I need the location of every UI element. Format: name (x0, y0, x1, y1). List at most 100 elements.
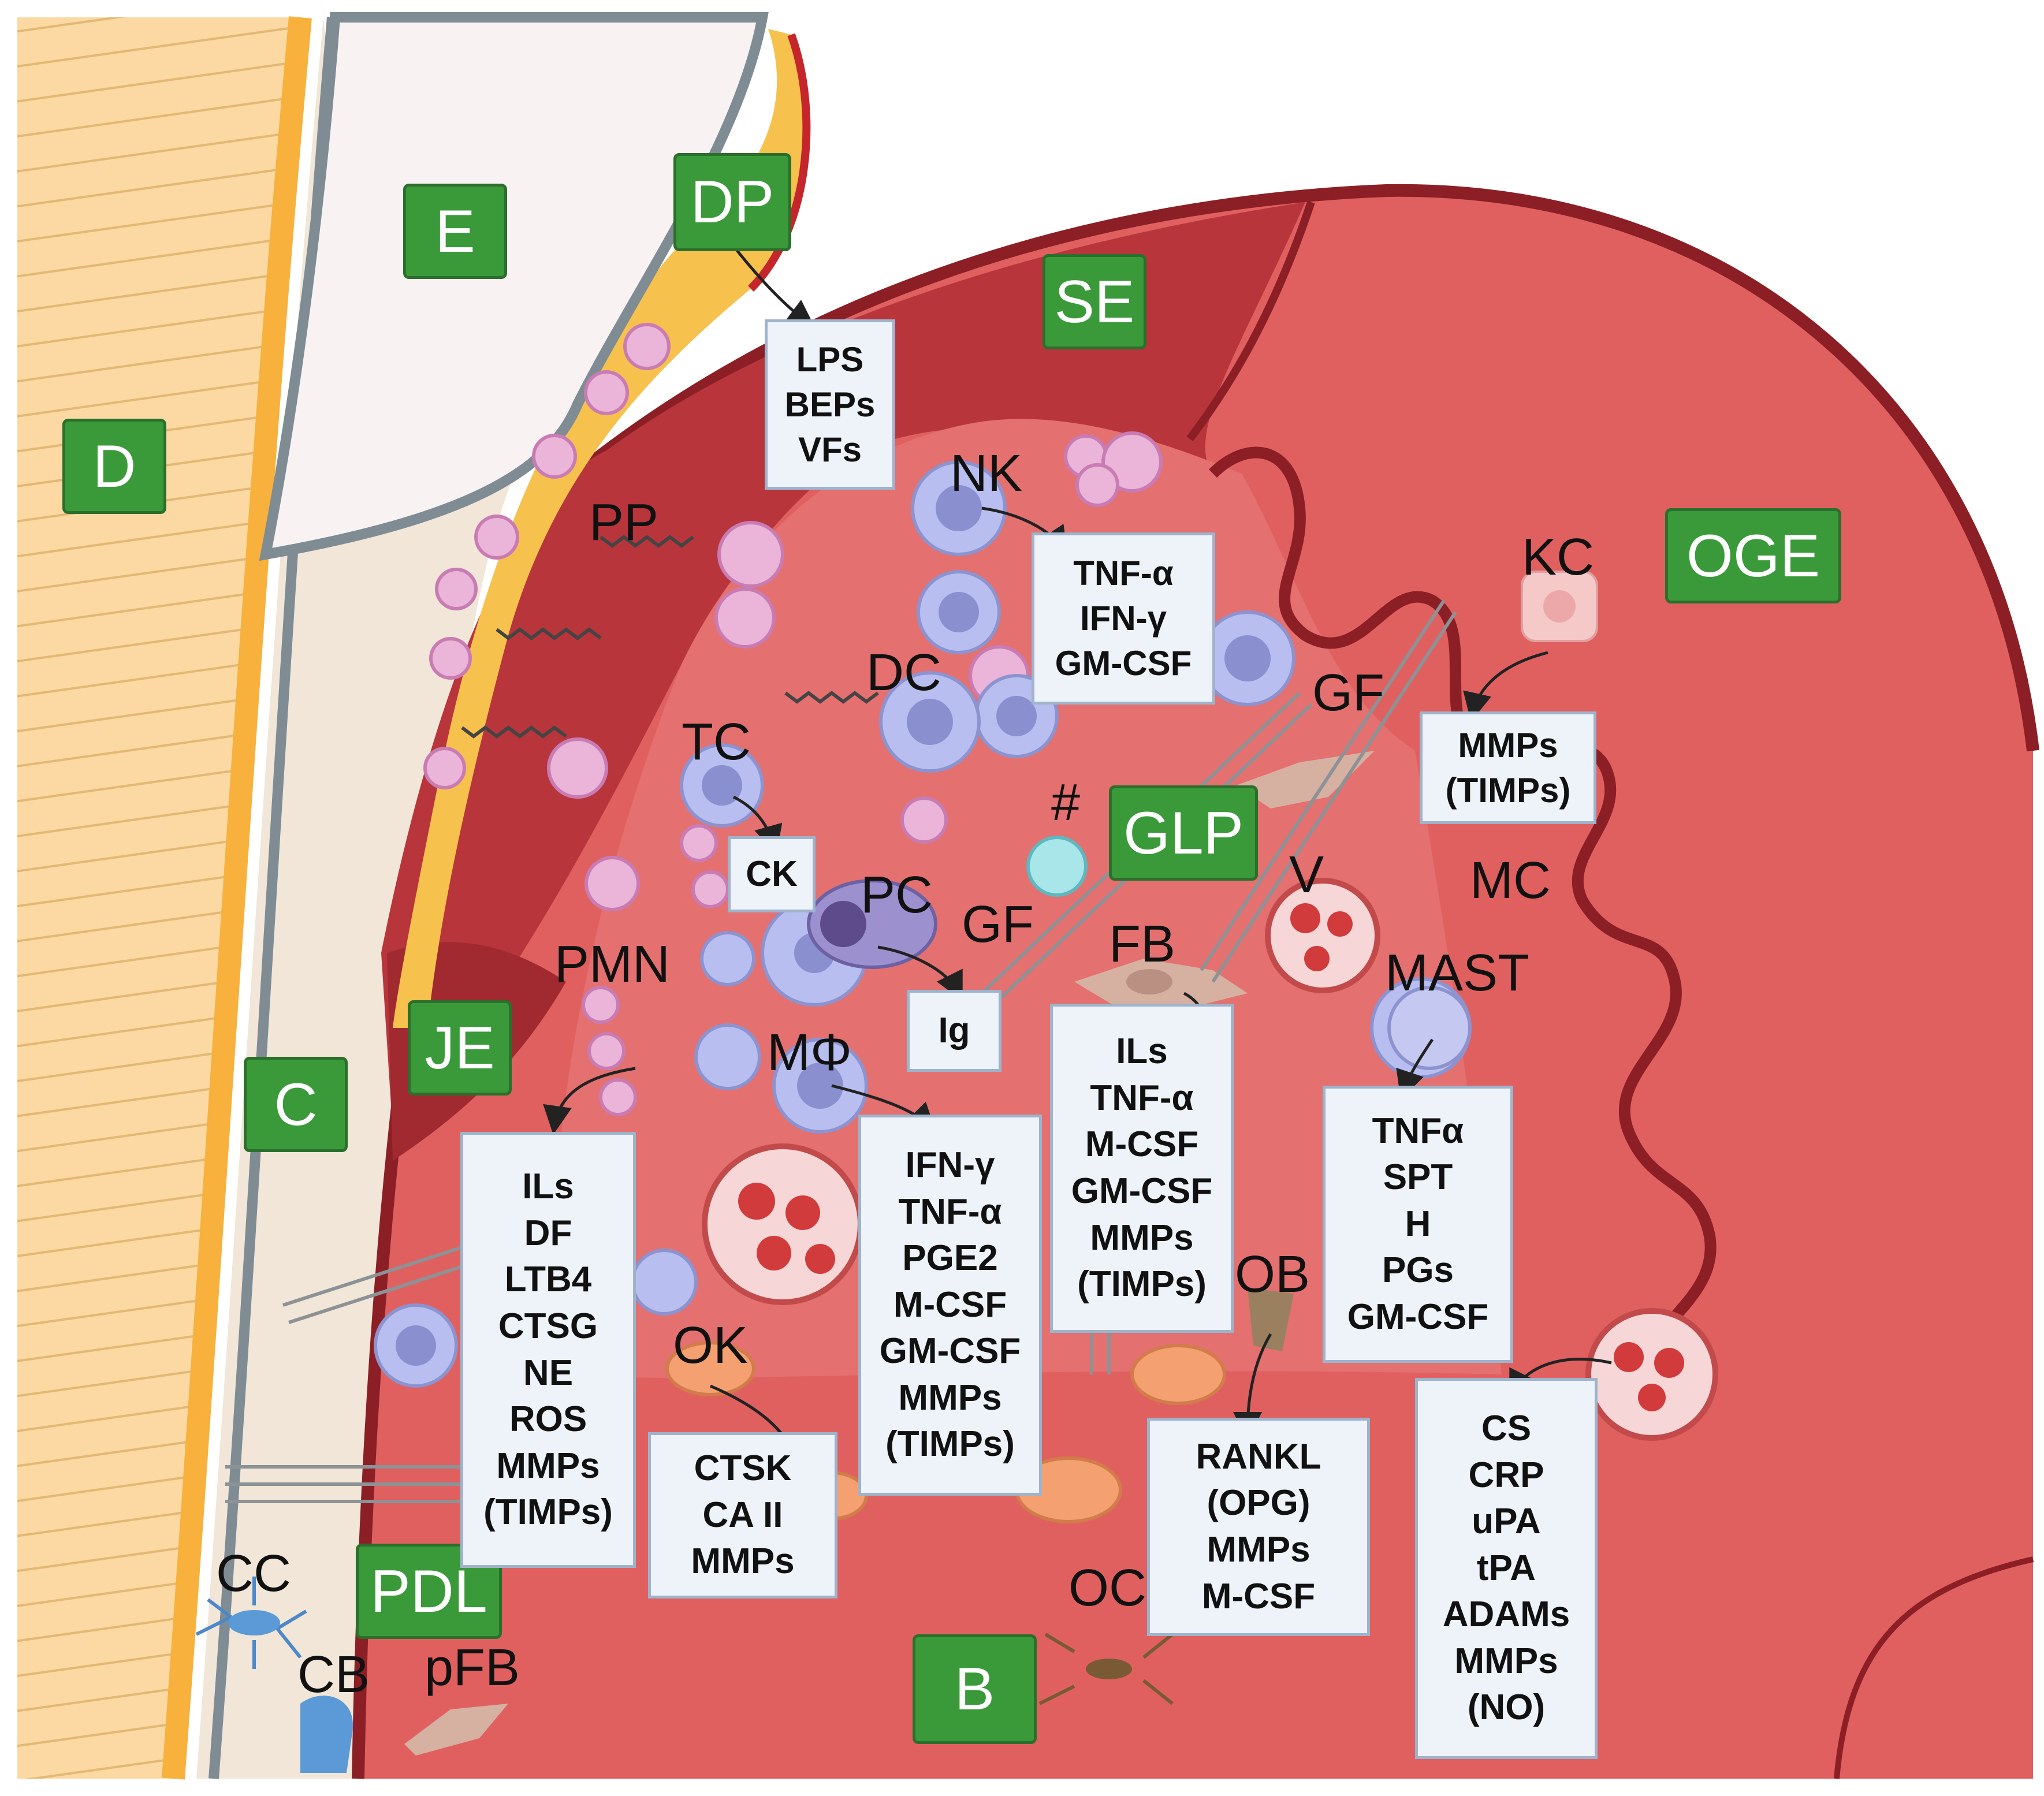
mast-cell (1387, 986, 1472, 1070)
label-mc: MC (1470, 852, 1551, 910)
label-hash: # (1051, 774, 1081, 832)
tc-mediators-box: CK (728, 836, 816, 912)
label-macrophage: MΦ (767, 1024, 852, 1082)
mediator-item: RANKL (1196, 1436, 1321, 1477)
region-gingival-lamina-propria-badge: GLP (1109, 785, 1258, 881)
mediator-item: (TIMPs) (885, 1424, 1015, 1465)
mediator-item: CS (1481, 1408, 1532, 1448)
mediator-item: MMPs (496, 1445, 600, 1486)
periodontal-fibroblast (404, 1704, 508, 1756)
mediator-item: (TIMPs) (1077, 1264, 1207, 1305)
ok-mediators-box: CTSK CA II MMPs (648, 1432, 837, 1598)
region-periodontal-ligament-badge: PDL (356, 1544, 502, 1639)
label-pp: PP (589, 494, 659, 552)
mediator-item: VFs (798, 430, 862, 469)
cell-nuclei (396, 485, 1444, 1366)
label-nk: NK (950, 445, 1023, 502)
mediator-item: ROS (509, 1399, 587, 1440)
mediator-item: ADAMs (1442, 1594, 1570, 1635)
mediator-item: PGE2 (902, 1238, 998, 1279)
mediator-item: MMPs (1207, 1530, 1310, 1570)
mediator-item: PGs (1382, 1250, 1454, 1291)
mediator-item: CA II (702, 1495, 783, 1535)
region-sulcular-epithelium-badge: SE (1043, 254, 1146, 349)
rete-ridges (1208, 446, 1717, 1399)
mediator-item: SPT (1383, 1157, 1453, 1198)
pc-mediators-box: Ig (907, 990, 1001, 1072)
blood-vessels (702, 878, 1718, 1441)
cementoblast (300, 1696, 353, 1773)
red-blood-cells (738, 903, 1684, 1411)
mediator-item: TNF-α (898, 1191, 1002, 1232)
dentin-border (162, 16, 312, 1780)
label-cc: CC (216, 1545, 291, 1603)
region-junctional-epithelium-badge: JE (408, 1000, 512, 1096)
label-ok: OK (673, 1317, 749, 1374)
fibroblast-2 (1236, 751, 1375, 808)
epithelium-division-2 (1834, 1556, 2034, 1779)
mediator-item: GM-CSF (1347, 1296, 1489, 1337)
mediator-item: ILs (1116, 1031, 1168, 1072)
mediator-item: CTSK (694, 1448, 792, 1489)
mediator-item: CTSG (498, 1306, 598, 1346)
region-enamel-badge: E (403, 184, 507, 279)
mediator-item: MMPs (1454, 1641, 1558, 1681)
mediator-item: M-CSF (1201, 1576, 1316, 1616)
label-dc: DC (866, 644, 941, 702)
mediator-item: (TIMPs) (1445, 770, 1571, 810)
plaque-edge (748, 33, 811, 292)
kc-mediators-box: MMPs(TIMPs) (1420, 711, 1596, 824)
label-tc: TC (682, 713, 751, 771)
mediator-item: TNFα (1372, 1111, 1464, 1151)
mediator-item: MMPs (898, 1377, 1002, 1418)
mediator-item: H (1405, 1203, 1431, 1244)
mediator-item: MMPs (691, 1541, 795, 1582)
mediator-item: IFN-γ (905, 1145, 995, 1185)
mediator-item: MMPs (1090, 1217, 1194, 1258)
dental-plaque (393, 29, 807, 1028)
mediator-item: tPA (1476, 1548, 1536, 1588)
mediator-item: GM-CSF (1055, 644, 1192, 683)
epithelium-division (1186, 200, 1315, 442)
cementocyte (195, 1577, 307, 1669)
mediator-item: GM-CSF (879, 1331, 1021, 1372)
label-kc: KC (1522, 528, 1595, 586)
mediator-item: LTB4 (504, 1260, 592, 1300)
label-fb: FB (1109, 915, 1176, 973)
mediator-item: TNF-α (1073, 554, 1174, 593)
t-cell (1026, 836, 1088, 897)
label-pfb: pFB (425, 1639, 520, 1697)
mediator-item: CRP (1468, 1455, 1544, 1495)
mediator-item: NE (523, 1352, 574, 1393)
cementum (196, 17, 520, 1779)
mediator-item: CK (746, 854, 798, 894)
osteocyte (1086, 1659, 1132, 1679)
region-cementum-badge: C (244, 1057, 348, 1152)
label-gf-upper: GF (1312, 664, 1384, 722)
osteoblast (1248, 1288, 1294, 1351)
mediator-item: DF (524, 1213, 572, 1253)
mediator-item: M-CSF (893, 1284, 1007, 1325)
mediator-item: IFN-γ (1080, 599, 1167, 638)
label-ob: OB (1235, 1246, 1310, 1303)
mediator-item: ILs (522, 1167, 574, 1207)
mediator-item: LPS (796, 340, 864, 379)
label-oc: OC (1068, 1559, 1146, 1617)
mediator-item: M-CSF (1085, 1124, 1199, 1165)
mediator-item: TNF-α (1090, 1078, 1194, 1118)
mediator-item: Ig (938, 1010, 970, 1050)
mediator-item: (TIMPs) (483, 1492, 613, 1533)
mediator-item: GM-CSF (1071, 1171, 1213, 1211)
label-pc: PC (861, 866, 933, 924)
bacteria (461, 535, 879, 739)
label-gf-lower: GF (962, 896, 1034, 953)
mediator-item: (NO) (1467, 1687, 1546, 1728)
label-cb: CB (297, 1646, 370, 1704)
